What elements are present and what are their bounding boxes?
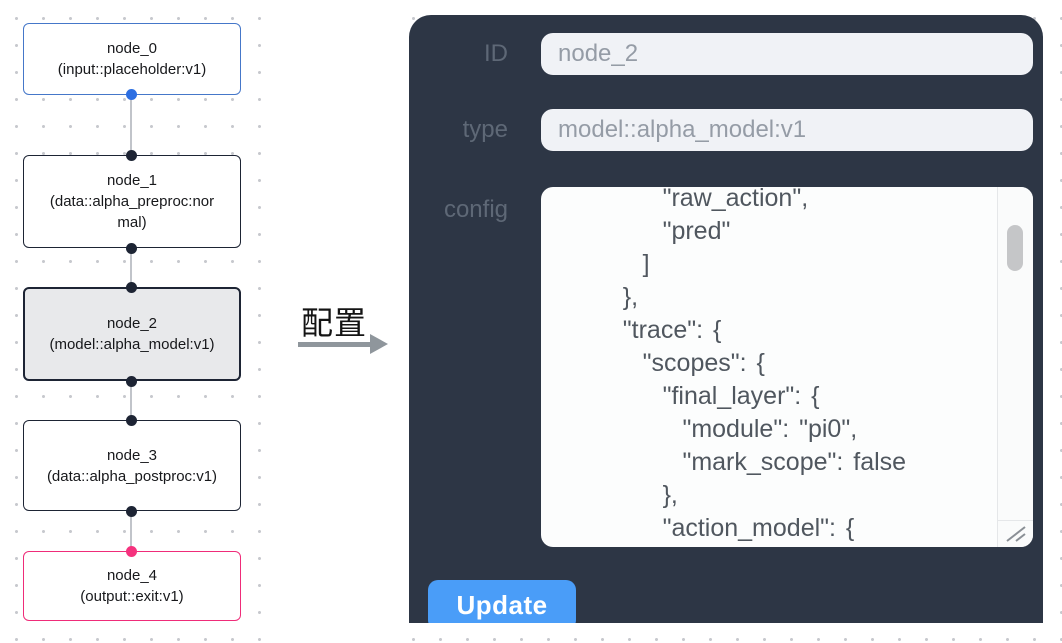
node-title: node_1 (106, 172, 158, 189)
flow-node-node_3[interactable]: node_3 (data::alpha_postproc:v1) (23, 420, 241, 511)
port-node3-top[interactable] (126, 415, 137, 426)
port-node2-top[interactable] (126, 282, 137, 293)
flow-node-node_0[interactable]: node_0 (input::placeholder:v1) (23, 23, 241, 95)
right-arrow-head-icon (370, 334, 388, 354)
update-button[interactable]: Update (428, 580, 576, 623)
right-arrow-icon (298, 342, 370, 347)
node-subtitle: (data::alpha_preproc:normal) (49, 193, 215, 231)
port-node3-bottom[interactable] (126, 506, 137, 517)
scrollbar-thumb[interactable] (1007, 225, 1023, 271)
id-field-label: ID (484, 40, 508, 67)
flow-node-node_4[interactable]: node_4 (output::exit:v1) (23, 551, 241, 621)
flow-node-node_2-selected[interactable]: node_2 (model::alpha_model:v1) (23, 287, 241, 381)
port-node1-top[interactable] (126, 150, 137, 161)
scrollbar-track[interactable] (997, 187, 1033, 520)
node-title: node_2 (106, 315, 158, 332)
node-title: node_4 (106, 567, 158, 584)
port-node1-bottom[interactable] (126, 243, 137, 254)
edge-node2-node3 (130, 381, 132, 420)
id-input[interactable] (541, 33, 1033, 75)
node-title: node_3 (106, 446, 158, 464)
config-json-text: "raw_action", "pred" ] }, "trace": { "sc… (622, 187, 907, 542)
port-node2-bottom[interactable] (126, 376, 137, 387)
config-field-label: config (443, 196, 508, 223)
flow-node-node_1[interactable]: node_1 (data::alpha_preproc:normal) (23, 155, 241, 248)
node-config-panel: ID type config "raw_action", "pred" ] },… (409, 15, 1043, 623)
port-node0-bottom[interactable] (126, 89, 137, 100)
transition-label: 配置 (301, 305, 368, 341)
type-input[interactable] (541, 109, 1033, 151)
config-textarea[interactable]: "raw_action", "pred" ] }, "trace": { "sc… (541, 187, 1033, 547)
port-node4-top[interactable] (126, 546, 137, 557)
resize-handle-icon[interactable] (997, 520, 1033, 547)
node-subtitle: (input::placeholder:v1) (57, 61, 207, 78)
node-subtitle: (output::exit:v1) (80, 588, 184, 605)
type-field-label: type (462, 116, 508, 143)
edge-node0-node1 (130, 94, 132, 155)
node-subtitle: (model::alpha_model:v1) (49, 336, 215, 353)
edge-node3-node4 (130, 511, 132, 551)
node-subtitle: (data::alpha_postproc:v1) (46, 467, 218, 485)
edge-node1-node2 (130, 248, 132, 287)
node-title: node_0 (106, 40, 158, 57)
